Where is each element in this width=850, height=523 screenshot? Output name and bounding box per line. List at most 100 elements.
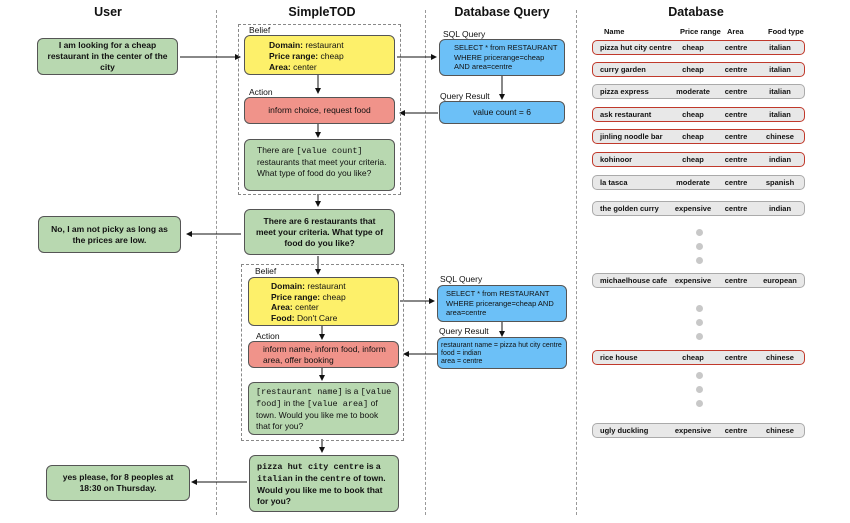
db-cell-price: cheap xyxy=(682,43,704,52)
sql-query-1: SELECT * from RESTAURANT WHERE pricerang… xyxy=(439,39,565,76)
db-header-food: Food type xyxy=(768,27,804,36)
column-title-dbquery: Database Query xyxy=(454,5,550,19)
query-result-label-2: Query Result xyxy=(439,326,489,336)
db-cell-food: indian xyxy=(768,155,792,164)
ellipsis-dot xyxy=(696,257,703,264)
db-cell-food: spanish xyxy=(765,178,795,187)
db-cell-name: rice house xyxy=(600,353,638,362)
db-header-name: Name xyxy=(604,27,625,36)
delex-slot-food: [value food] xyxy=(256,387,392,409)
delex-slot-area: [value area] xyxy=(307,399,369,409)
lexicalized-response-1: There are 6 restaurants that meet your c… xyxy=(244,209,395,255)
lex-area: centre xyxy=(320,474,351,484)
lex-restaurant-name: pizza hut city centre xyxy=(257,462,365,472)
lex-food: italian xyxy=(257,474,293,484)
database-row: la tasca moderate centre spanish xyxy=(592,175,805,190)
user-utterance-2: No, I am not picky as long as the prices… xyxy=(38,216,181,253)
db-cell-food: italian xyxy=(769,43,791,52)
delex-text-a: There are xyxy=(257,145,297,155)
query-result-1: value count = 6 xyxy=(439,101,565,124)
action-label-1: Action xyxy=(249,87,273,97)
simpletod-turn2-frame xyxy=(241,264,404,441)
belief2-price-key: Price range: xyxy=(271,291,321,302)
sql-label-1: SQL Query xyxy=(443,29,486,39)
belief2-domain-key: Domain: xyxy=(271,281,305,291)
query-result-line-3: area = centre xyxy=(441,358,483,365)
db-cell-price: cheap xyxy=(682,353,704,362)
db-cell-name: pizza express xyxy=(600,87,649,96)
lex2-text-3: of town. Would you like me to book that … xyxy=(257,473,386,506)
db-cell-food: indian xyxy=(768,204,792,213)
belief-area-key: Area: xyxy=(269,62,291,72)
db-cell-area: centre xyxy=(724,132,748,141)
belief-state-2: Domain: restaurant Price range: cheap Ar… xyxy=(248,277,399,326)
db-cell-price: expensive xyxy=(674,276,712,285)
delex-slot-count: [value count] xyxy=(296,146,363,156)
belief-domain-value: restaurant xyxy=(305,40,344,50)
db-cell-area: centre xyxy=(724,65,748,74)
delex2-text-1: is a xyxy=(342,386,361,396)
db-cell-food: chinese xyxy=(766,132,794,141)
db-cell-name: la tasca xyxy=(600,178,628,187)
db-cell-name: ask restaurant xyxy=(600,110,652,119)
delex-slot-name: [restaurant name] xyxy=(256,387,343,397)
belief-label-2: Belief xyxy=(255,266,277,276)
db-cell-price: moderate xyxy=(676,87,710,96)
db-cell-price: moderate xyxy=(676,178,710,187)
lex2-text-2: in the xyxy=(292,473,321,483)
db-cell-name: the golden curry xyxy=(600,204,659,213)
belief-price-value: cheap xyxy=(320,51,344,61)
db-cell-price: cheap xyxy=(682,132,704,141)
sql-query-2: SELECT * from RESTAURANT WHERE pricerang… xyxy=(437,285,567,322)
database-row: pizza express moderate centre italian xyxy=(592,84,805,99)
db-cell-area: centre xyxy=(724,87,748,96)
belief2-food-value: Don't Care xyxy=(296,312,338,323)
database-row: michaelhouse cafe expensive centre european xyxy=(592,273,805,288)
ellipsis-dot xyxy=(696,229,703,236)
separator-dbquery-database xyxy=(576,10,577,515)
db-cell-name: curry garden xyxy=(600,65,646,74)
ellipsis-dot xyxy=(696,372,703,379)
action-1: inform choice, request food xyxy=(244,97,395,124)
db-cell-area: centre xyxy=(724,43,748,52)
db-cell-price: expensive xyxy=(674,204,712,213)
db-cell-food: chinese xyxy=(766,426,794,435)
delex-text-b: restaurants that meet your criteria. Wha… xyxy=(257,157,387,178)
db-cell-area: centre xyxy=(724,178,748,187)
db-cell-area: centre xyxy=(724,426,748,435)
db-cell-name: michaelhouse cafe xyxy=(600,276,668,285)
db-cell-food: chinese xyxy=(766,353,794,362)
db-cell-price: cheap xyxy=(682,155,704,164)
separator-user-simpletod xyxy=(216,10,217,515)
ellipsis-dot xyxy=(696,319,703,326)
belief2-domain-value: restaurant xyxy=(307,281,346,291)
column-title-user: User xyxy=(94,5,122,19)
db-cell-food: european xyxy=(763,276,797,285)
delexicalized-response-1: There are [value count] restaurants that… xyxy=(244,139,395,191)
db-header-price: Price range xyxy=(680,27,721,36)
simpletod-turn1-frame xyxy=(238,24,401,195)
db-header-area: Area xyxy=(727,27,744,36)
belief2-area-value: center xyxy=(295,302,319,312)
delexicalized-response-2: [restaurant name] is a [value food] in t… xyxy=(248,382,399,435)
db-cell-area: centre xyxy=(724,276,748,285)
db-cell-name: kohinoor xyxy=(600,155,633,164)
belief-state-1: Domain: restaurant Price range: cheap Ar… xyxy=(244,35,395,75)
belief-domain-key: Domain: xyxy=(269,40,303,50)
db-cell-price: cheap xyxy=(682,65,704,74)
lexicalized-response-2: pizza hut city centre is a italian in th… xyxy=(249,455,399,512)
belief-label-1: Belief xyxy=(249,25,271,35)
belief-area-value: center xyxy=(293,62,317,72)
db-cell-food: italian xyxy=(769,87,791,96)
column-title-simpletod: SimpleTOD xyxy=(288,5,356,19)
query-result-label-1: Query Result xyxy=(440,91,490,101)
